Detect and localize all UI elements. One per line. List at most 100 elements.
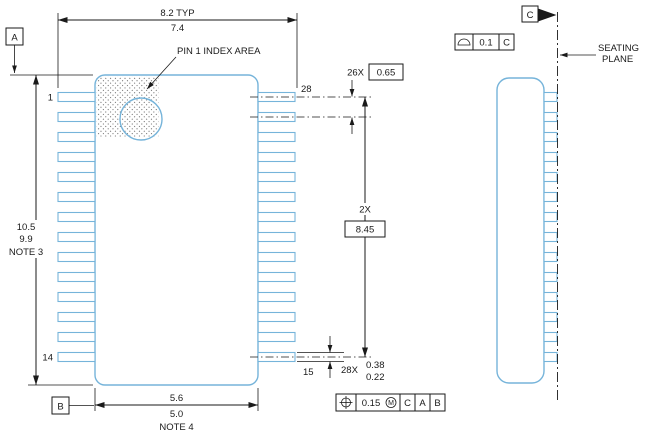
pin (543, 191, 558, 203)
pin-number-15: 15 (303, 367, 314, 378)
dim-span-value: 8.45 (356, 225, 375, 236)
fcf-frame (335, 393, 446, 412)
package-body (94, 74, 259, 386)
pin (57, 151, 96, 163)
dim-body-width-note: NOTE 4 (159, 422, 193, 433)
seating-plane-label-2: PLANE (602, 54, 633, 65)
flatness-fcf: 0.1 C (454, 33, 515, 51)
side-pins (543, 91, 558, 363)
pin (257, 191, 296, 203)
side-view: C 0.1 C SEATING PLANE (454, 5, 639, 400)
fcf-datum-primary: C (404, 398, 411, 409)
pin (57, 291, 96, 303)
flatness-icon (457, 38, 471, 46)
pin (57, 111, 96, 123)
dim-span: 2X 8.45 (344, 97, 386, 357)
pin-number-28: 28 (301, 84, 312, 95)
top-view: PIN 1 INDEX AREA 8.2 TYP 7.4 10.5 9.9 NO… (3, 8, 446, 433)
pin (257, 231, 296, 243)
dim-overall-width: 8.2 TYP 7.4 (57, 8, 298, 88)
dim-pitch-value: 0.65 (377, 68, 396, 79)
dim-body-width-min: 5.0 (170, 409, 183, 420)
fcf-tolerance: 0.15 (362, 398, 381, 409)
pin1-index-circle (119, 97, 163, 141)
right-pins (257, 91, 296, 363)
pin (57, 131, 96, 143)
pin (543, 211, 558, 223)
pin (543, 291, 558, 303)
datum-c-label: C (527, 10, 534, 21)
datum-a: A (5, 27, 24, 73)
mmc-modifier-icon (385, 397, 397, 408)
package-body-side (496, 77, 545, 384)
fcf-modifier: M (388, 400, 394, 407)
dim-span-count: 2X (359, 205, 371, 216)
pin (543, 151, 558, 163)
pin (543, 131, 558, 143)
dim-body-length: 10.5 9.9 NOTE 3 (3, 74, 93, 386)
dim-lead-width: 28X 0.38 0.22 (297, 336, 385, 383)
dim-lead-width-count: 28X (341, 365, 359, 376)
pin (543, 171, 558, 183)
dim-overall-width-max: 8.2 TYP (160, 8, 194, 19)
pin (543, 271, 558, 283)
dim-body-length-min: 9.9 (19, 234, 32, 245)
pin1-leader-line (146, 56, 177, 90)
dim-pitch-count: 26X (347, 68, 365, 79)
left-pins (57, 91, 96, 363)
pin1-index-area-hatch (96, 76, 159, 137)
pin-number-14: 14 (42, 353, 53, 364)
seating-plane-label-1: SEATING (598, 43, 639, 54)
pin (543, 351, 558, 363)
dim-pitch: 26X 0.65 (347, 63, 404, 134)
dim-lead-width-min: 0.22 (366, 372, 385, 383)
dim-body-length-note: NOTE 3 (9, 247, 43, 258)
datum-b: B (51, 396, 94, 415)
datum-triangle-icon (538, 8, 557, 22)
basic-dimension-box (368, 63, 404, 81)
fcf-datum-secondary: A (419, 398, 426, 409)
pin (257, 251, 296, 263)
pin (57, 251, 96, 263)
pin (57, 351, 96, 363)
pin (57, 331, 96, 343)
position-icon (339, 396, 353, 409)
pin (257, 331, 296, 343)
pin (57, 311, 96, 323)
pin (57, 271, 96, 283)
pin (543, 311, 558, 323)
pin (257, 271, 296, 283)
pin (543, 111, 558, 123)
pin (257, 291, 296, 303)
pin1-index-label: PIN 1 INDEX AREA (177, 46, 261, 57)
basic-dimension-box (344, 220, 386, 238)
seating-plane-callout: SEATING PLANE (560, 43, 639, 65)
position-fcf: 0.15 M C A B (335, 393, 446, 412)
datum-b-label: B (57, 402, 63, 413)
pin (57, 91, 96, 103)
pin (257, 171, 296, 183)
fcf-datum-tertiary: B (434, 398, 440, 409)
pin (543, 331, 558, 343)
flatness-tolerance: 0.1 (479, 38, 492, 49)
pin (543, 91, 558, 103)
datum-c: C (521, 5, 557, 23)
pin (257, 151, 296, 163)
pin (543, 231, 558, 243)
pin (257, 211, 296, 223)
dim-body-width: 5.6 5.0 NOTE 4 (94, 388, 259, 433)
flatness-datum: C (503, 38, 510, 49)
pin (57, 171, 96, 183)
pin (57, 191, 96, 203)
datum-a-label: A (11, 33, 18, 44)
dim-body-width-max: 5.6 (170, 393, 183, 404)
text-background (3, 220, 49, 258)
pin (57, 231, 96, 243)
dim-overall-width-min: 7.4 (171, 23, 184, 34)
pin (257, 311, 296, 323)
dim-lead-width-max: 0.38 (366, 360, 385, 371)
pin (543, 251, 558, 263)
pin-number-1: 1 (48, 93, 53, 104)
